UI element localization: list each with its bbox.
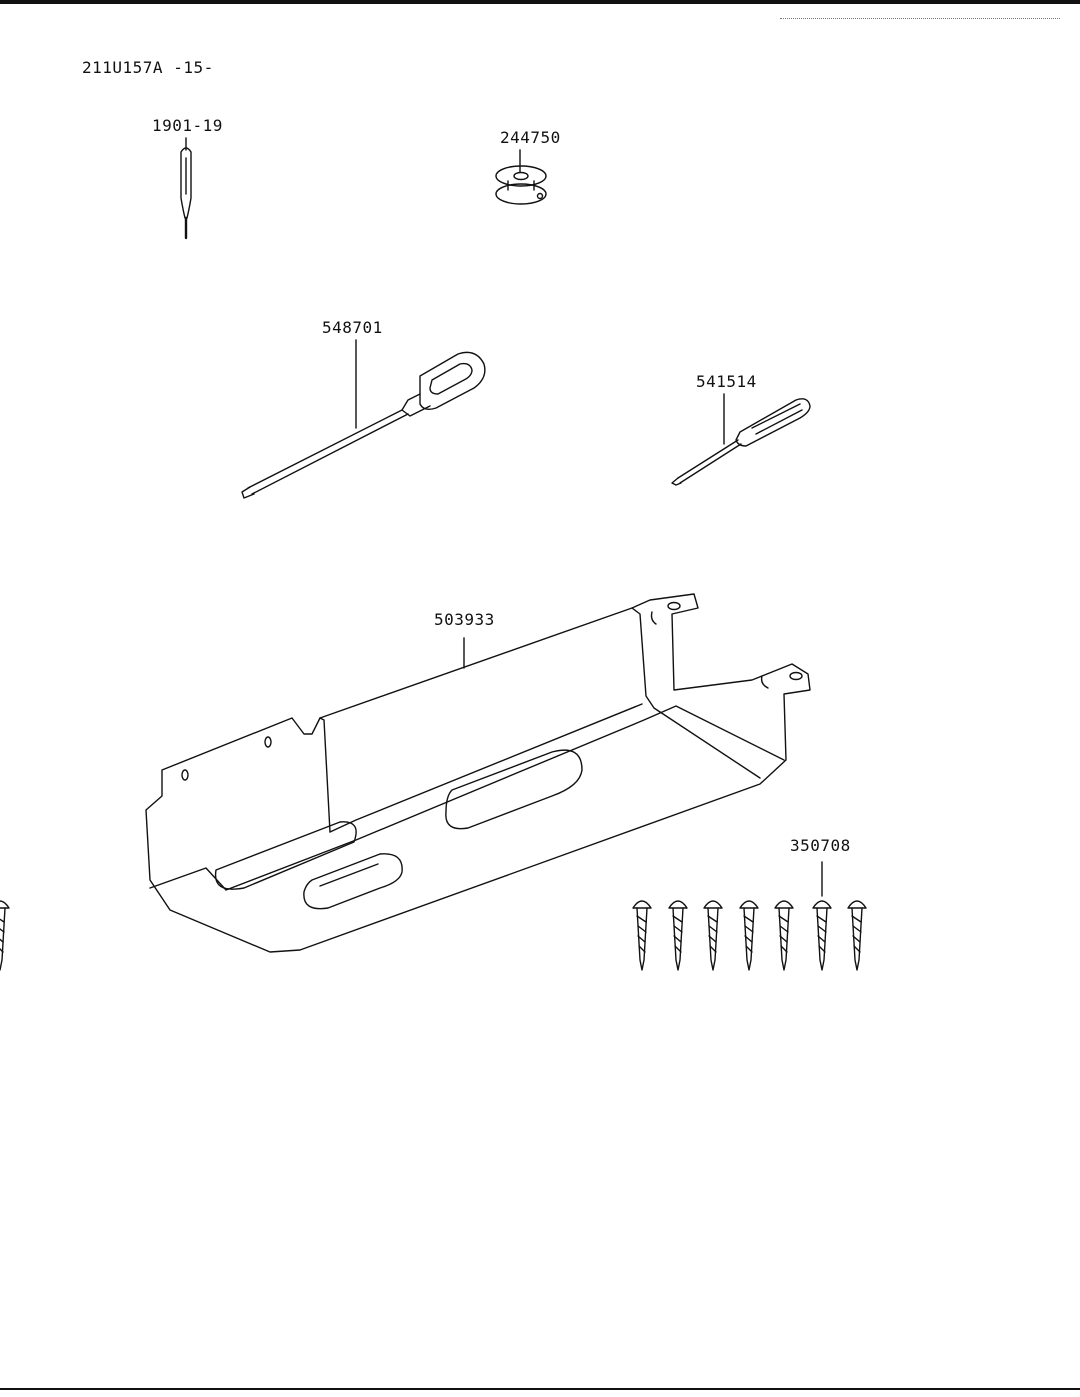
small-handle-ridge-2	[756, 410, 802, 434]
wood-screw-icon-group	[0, 862, 867, 971]
pan-slot-front-inner	[320, 864, 378, 886]
small-shaft-top	[678, 440, 738, 478]
wood-screw-7	[847, 900, 867, 971]
pan-slot-rear	[446, 750, 582, 829]
wood-screw-1	[632, 900, 652, 971]
pan-back-floor-edge	[330, 704, 642, 832]
small-handle-ridge-1	[752, 404, 800, 428]
bobbin-bottom-flange	[496, 184, 546, 204]
large-handle-grip	[420, 352, 485, 409]
small-shaft-bottom	[680, 444, 741, 483]
large-handle-slot	[430, 364, 472, 394]
wood-screw-5	[774, 900, 794, 971]
pan-right-inner-wall	[632, 608, 760, 778]
screwdriver-icon-small	[672, 394, 810, 485]
top-border-line	[0, 0, 1080, 4]
pan-side-hole-1	[265, 737, 271, 747]
bobbin-hub-hole	[514, 173, 528, 180]
pan-front-lip	[150, 706, 784, 890]
bobbin-icon	[496, 150, 546, 204]
large-shaft-bottom	[252, 414, 408, 494]
large-shaft-top	[248, 410, 402, 488]
part-number-small-screwdriver: 541514	[696, 372, 757, 391]
pan-slot-front	[304, 854, 402, 909]
wood-screw-3	[703, 900, 723, 971]
wood-screw-4	[739, 900, 759, 971]
scan-artifact-line	[780, 18, 1060, 19]
pan-left-inner-wall	[320, 718, 330, 832]
needle-shank	[181, 148, 191, 218]
wood-screw-2	[668, 900, 688, 971]
small-handle	[736, 399, 810, 446]
part-number-oil-pan: 503933	[434, 610, 495, 629]
pan-side-hole-2	[182, 770, 188, 780]
bobbin-top-flange	[496, 166, 546, 186]
bottom-border-line	[0, 1388, 1080, 1390]
pan-outline	[146, 594, 810, 952]
large-ferrule	[402, 394, 430, 416]
bobbin-side-hole	[538, 194, 543, 199]
small-tip	[672, 478, 681, 485]
sewing-needle-icon	[181, 138, 191, 238]
pan-tab-hole-1	[668, 603, 680, 610]
page-header: 211U157A -15-	[82, 58, 214, 77]
pan-tab-hole-2	[790, 673, 802, 680]
wood-screw-6	[812, 900, 832, 971]
wood-screw-icon	[0, 901, 9, 970]
oil-pan-bracket-icon	[146, 594, 810, 952]
pan-tab-fold-1	[652, 612, 657, 624]
part-number-needle: 1901-19	[152, 116, 223, 135]
screwdriver-icon-large	[242, 340, 485, 498]
part-number-wood-screws: 350708	[790, 836, 851, 855]
large-tip	[242, 487, 254, 498]
pan-tab-fold-2	[762, 676, 768, 688]
part-number-bobbin: 244750	[500, 128, 561, 147]
pan-slot-left	[216, 822, 357, 889]
part-number-large-screwdriver: 548701	[322, 318, 383, 337]
